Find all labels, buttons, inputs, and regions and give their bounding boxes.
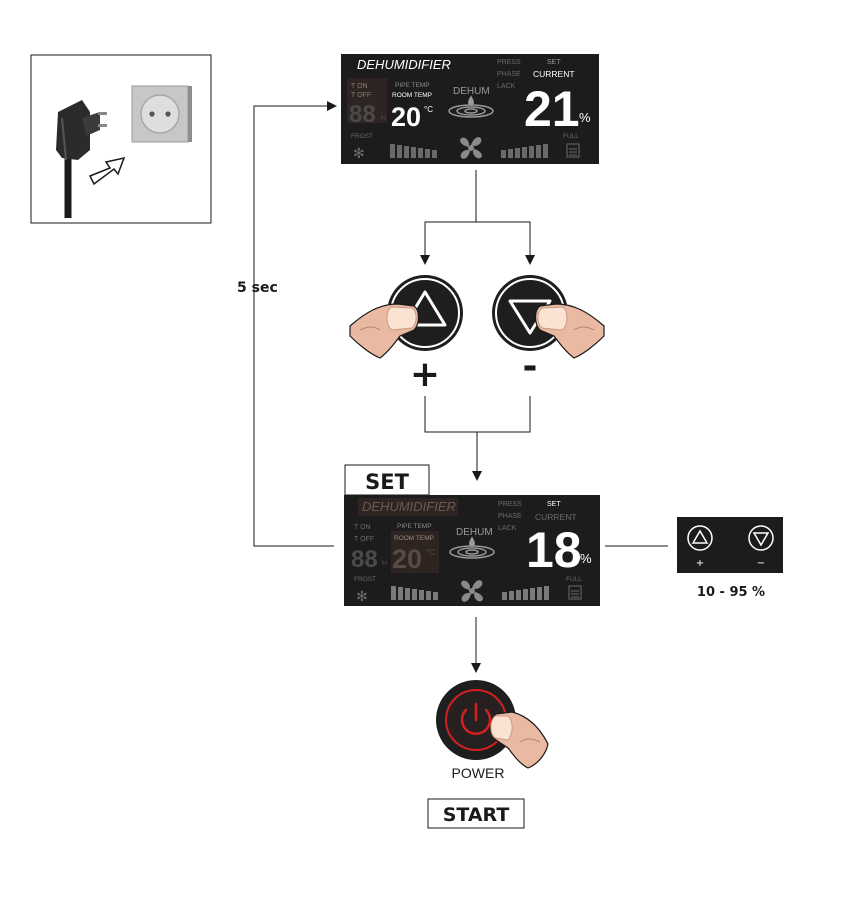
delay-label: 5 sec xyxy=(237,280,278,296)
lcd-lack: LACK xyxy=(497,83,516,90)
lcd-dehum: DEHUM xyxy=(453,86,490,97)
lcd-t-off: T OFF xyxy=(354,536,374,543)
lcd-t-off: T OFF xyxy=(351,92,371,99)
lcd-room-temp: ROOM TEMP xyxy=(394,535,434,542)
lcd-humidity-value: 21 xyxy=(524,81,580,137)
panel-minus-label: − xyxy=(757,558,765,569)
lcd-timer-digits: 88 xyxy=(349,101,376,128)
water-tank-icon xyxy=(566,143,580,158)
feedback-loop-arrow xyxy=(253,101,337,547)
lcd-dehum: DEHUM xyxy=(456,527,493,538)
water-drop-ripple-icon xyxy=(448,95,494,118)
lcd-press: PRESS xyxy=(497,59,521,66)
lcd-temp-value: 20 xyxy=(392,544,422,574)
power-label: POWER xyxy=(452,765,505,781)
lcd-pipe-temp: PIPE TEMP xyxy=(395,82,430,89)
lcd-phase: PHASE xyxy=(497,71,521,78)
lcd-phase: PHASE xyxy=(498,513,522,520)
lcd-press: PRESS xyxy=(498,501,522,508)
range-button-panel: + − xyxy=(677,517,783,573)
plus-label: + xyxy=(410,354,440,395)
lcd-pipe-temp: PIPE TEMP xyxy=(397,523,432,530)
arrow-to-down-button xyxy=(476,221,535,265)
start-label-box: START xyxy=(427,798,525,829)
insert-arrow-icon xyxy=(88,156,126,186)
panel-up-button[interactable] xyxy=(687,525,713,551)
lcd-temp-value: 20 xyxy=(391,102,421,132)
finger-icon xyxy=(349,303,420,359)
minus-label: - xyxy=(523,346,538,387)
lcd-full: FULL xyxy=(566,576,582,583)
down-triangle-icon xyxy=(752,532,770,547)
panel-down-button[interactable] xyxy=(748,525,774,551)
lcd-t-on: T ON xyxy=(351,83,368,90)
display-top: DEHUMIDIFIER T ON T OFF 88 H PIPE TEMP R… xyxy=(341,54,599,164)
lcd-full: FULL xyxy=(563,133,579,140)
lcd-timer-unit: H xyxy=(382,560,387,567)
panel-plus-label: + xyxy=(696,558,704,569)
lcd-current: CURRENT xyxy=(535,512,577,522)
flow-connectors xyxy=(253,101,668,673)
lcd-temp-unit: °C xyxy=(424,105,433,114)
display-bottom: DEHUMIDIFIER T ON T OFF 88 H PIPE TEMP R… xyxy=(344,495,600,606)
lcd-title: DEHUMIDIFIER xyxy=(357,57,451,72)
lcd-humidity-value: 18 xyxy=(526,522,582,578)
lcd-set: SET xyxy=(547,501,561,508)
finger-icon xyxy=(490,711,549,769)
lcd-percent: % xyxy=(579,110,591,125)
arrow-to-up-button xyxy=(420,221,476,265)
range-label: 10 - 95 % xyxy=(697,585,765,600)
lcd-frost: FROST xyxy=(351,133,373,140)
lcd-current: CURRENT xyxy=(533,69,575,79)
lcd-timer-digits: 88 xyxy=(351,546,378,573)
lcd-lack: LACK xyxy=(498,525,517,532)
snowflake-icon: ✻ xyxy=(353,145,365,161)
power-icon xyxy=(460,702,492,736)
lcd-room-temp: ROOM TEMP xyxy=(392,92,432,99)
snowflake-icon: ✻ xyxy=(356,588,368,604)
set-label-box: SET xyxy=(344,464,430,496)
lcd-set: SET xyxy=(547,59,561,66)
socket-icon xyxy=(131,85,192,143)
plug-icon xyxy=(56,100,107,218)
water-drop-ripple-icon xyxy=(449,536,495,559)
lcd-frost: FROST xyxy=(354,576,376,583)
water-tank-icon xyxy=(568,585,582,600)
finger-icon xyxy=(534,303,605,359)
lcd-temp-unit: °C xyxy=(426,548,435,557)
lcd-title: DEHUMIDIFIER xyxy=(362,499,456,514)
start-label-text: START xyxy=(443,804,510,826)
plug-socket-illustration xyxy=(30,54,212,224)
lcd-t-on: T ON xyxy=(354,524,371,531)
lcd-timer-unit: H xyxy=(381,115,386,122)
up-triangle-icon xyxy=(691,529,709,544)
lcd-percent: % xyxy=(580,551,592,566)
set-label-text: SET xyxy=(365,470,409,494)
